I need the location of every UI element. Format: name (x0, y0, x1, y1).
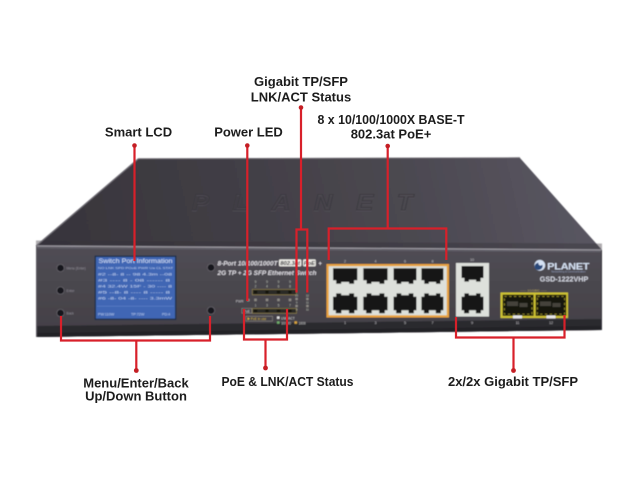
svg-text:11: 11 (306, 301, 309, 305)
svg-text:7: 7 (289, 303, 291, 307)
svg-text:NO LNK SPD POoE PWR Ua CL STAT: NO LNK SPD POoE PWR Ua CL STAT (98, 266, 173, 270)
svg-text:PoE in use: PoE in use (251, 317, 267, 321)
svg-text:GSD-1222VHP: GSD-1222VHP (540, 275, 589, 284)
svg-text:—— 1G/GBIC ——: —— 1G/GBIC —— (520, 288, 548, 292)
svg-text:Power LED: Power LED (214, 125, 283, 140)
svg-text:2x/2x Gigabit TP/SFP: 2x/2x Gigabit TP/SFP (448, 374, 578, 389)
svg-text:12: 12 (549, 321, 553, 325)
svg-text:Back: Back (67, 311, 75, 315)
svg-text:9: 9 (278, 280, 280, 284)
svg-text:11: 11 (306, 308, 309, 312)
svg-text:3: 3 (374, 321, 376, 325)
svg-text:Smart LCD: Smart LCD (105, 125, 172, 140)
svg-text:1: 1 (344, 321, 346, 325)
svg-text:PLANET: PLANET (192, 191, 436, 216)
svg-text:#5 --8- 8 ---- 8 ----- 8: #5 --8- 8 ---- 8 ----- 8 (98, 290, 170, 294)
svg-text:TP:72W: TP:72W (131, 313, 145, 317)
svg-text:Menu (Enter): Menu (Enter) (67, 266, 86, 270)
svg-text:4: 4 (374, 259, 376, 263)
svg-text:PLANET: PLANET (192, 190, 436, 215)
svg-text:Menu/Enter/Back: Menu/Enter/Back (83, 376, 189, 391)
svg-text:Networking & Communication: Networking & Communication (551, 270, 586, 274)
svg-text:11: 11 (516, 321, 520, 325)
svg-text:Switch Port Information: Switch Port Information (99, 259, 173, 265)
svg-text:5: 5 (404, 321, 406, 325)
svg-text:9: 9 (289, 280, 291, 284)
svg-text:PW:110W: PW:110W (98, 313, 115, 317)
svg-text:9: 9 (296, 308, 298, 312)
svg-text:2: 2 (344, 259, 346, 263)
svg-text:1: 1 (255, 303, 257, 307)
svg-text:PWR: PWR (236, 299, 244, 303)
svg-text:10: 10 (470, 258, 474, 262)
svg-text:PoE: PoE (304, 261, 316, 267)
svg-text:LNK/ACT Status: LNK/ACT Status (251, 90, 351, 105)
svg-text:1000: 1000 (299, 322, 306, 326)
svg-text:Enter: Enter (67, 289, 76, 293)
svg-text:7: 7 (431, 321, 433, 325)
svg-text:4: 4 (266, 285, 268, 289)
svg-text:#2 --8- 8 -- 98 4.3m --08: #2 --8- 8 -- 98 4.3m --08 (98, 272, 172, 276)
svg-text:9: 9 (266, 280, 268, 284)
svg-text:10: 10 (295, 294, 299, 298)
svg-text:9: 9 (471, 321, 473, 325)
svg-text:3: 3 (266, 303, 268, 307)
svg-text:5: 5 (278, 303, 280, 307)
svg-text:#6 -8- 04 -8- ---- 3.3mW: #6 -8- 04 -8- ---- 3.3mW (98, 296, 173, 300)
svg-text:8 x 10/100/1000X BASE-T: 8 x 10/100/1000X BASE-T (318, 112, 465, 127)
svg-text:802.3at: 802.3at (280, 261, 301, 267)
svg-text:9: 9 (255, 280, 257, 284)
svg-text:9: 9 (296, 301, 298, 305)
svg-text:802.3at PoE+: 802.3at PoE+ (351, 127, 432, 142)
svg-text:6: 6 (278, 285, 280, 289)
svg-text:12: 12 (306, 294, 310, 298)
svg-text:+: + (318, 261, 322, 268)
svg-text:PD:4: PD:4 (162, 313, 170, 317)
svg-text:PoE & LNK/ACT Status: PoE & LNK/ACT Status (222, 374, 354, 389)
svg-text:6: 6 (404, 259, 406, 263)
svg-text:Gigabit TP/SFP: Gigabit TP/SFP (254, 74, 348, 89)
svg-text:#4 32.4W 15F - 30 ---- 8: #4 32.4W 15F - 30 ---- 8 (98, 284, 172, 288)
svg-text:2: 2 (255, 285, 257, 289)
svg-text:#3 ---- 8 - 08 ------ 8: #3 ---- 8 - 08 ------ 8 (98, 278, 170, 282)
svg-text:8: 8 (431, 259, 433, 263)
svg-text:PLANET: PLANET (547, 261, 590, 272)
svg-text:2G TP + 2G SFP Ethernet Switch: 2G TP + 2G SFP Ethernet Switch (216, 270, 316, 277)
svg-text:8: 8 (289, 285, 291, 289)
svg-text:PoE: PoE (244, 309, 251, 313)
svg-text:Up/Down Button: Up/Down Button (85, 389, 187, 404)
